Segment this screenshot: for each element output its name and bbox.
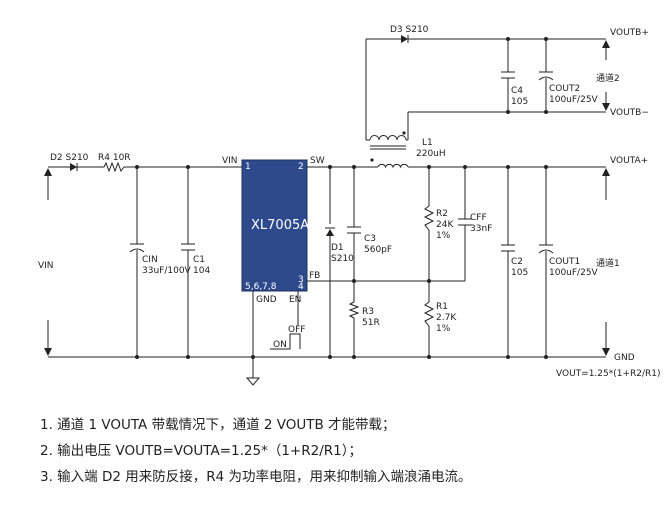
pin-en-num: 4 [298, 282, 304, 292]
channel2-label: 通道2 [596, 72, 620, 84]
cout1-value: 100uF/25V [549, 268, 599, 278]
voutb-minus-label: VOUTB− [610, 108, 649, 118]
c4-value: 105 [511, 97, 528, 107]
diode-d1 [325, 227, 335, 236]
diode-d3 [398, 35, 412, 43]
pin-en-label: EN [289, 295, 301, 305]
pin-sw-label: SW [310, 156, 325, 166]
note-item: 1. 通道 1 VOUTA 带载情况下，通道 2 VOUTB 才能带载； [40, 417, 396, 433]
c2-name: C2 [511, 257, 523, 267]
resistor-r2 [423, 205, 435, 231]
resistor-r4 [103, 161, 125, 173]
l1-value: 220uH [416, 149, 446, 159]
pin-fb-label: FB [309, 271, 320, 281]
circuit-schematic: VIN D2 S210 R4 10R CIN 33uF/100V C1 104 … [38, 25, 661, 386]
capacitor-c1 [181, 243, 195, 251]
pin-vin-label: VIN [222, 156, 238, 166]
ground-icon [245, 377, 261, 386]
r3-name: R3 [362, 307, 374, 317]
d3-label: D3 S210 [390, 25, 429, 35]
cff-name: CFF [470, 213, 487, 223]
note-item: 3. 输入端 D2 用来防反接，R4 为功率电阻，用来抑制输入端浪涌电流。 [40, 469, 472, 485]
note-item: 2. 输出电压 VOUTB=VOUTA=1.25*（1+R2/R1）； [40, 443, 362, 459]
output1-arrows [602, 168, 610, 356]
capacitor-cout1 [538, 244, 554, 254]
d2-label: D2 S210 [50, 153, 89, 163]
voutb-plus-label: VOUTB+ [610, 28, 649, 38]
d1-name: D1 [331, 243, 344, 253]
capacitor-c2 [501, 244, 515, 252]
r1-name: R1 [436, 302, 448, 312]
cff-value: 33nF [470, 224, 492, 234]
formula-label: VOUT=1.25*(1+R2/R1) [556, 369, 661, 379]
cout2-name: COUT2 [549, 84, 580, 94]
c2-value: 105 [511, 268, 528, 278]
r4-label: R4 10R [98, 153, 131, 163]
cout2-value: 100uF/25V [549, 95, 599, 105]
en-switch [270, 291, 301, 350]
channel1-label: 通道1 [596, 257, 620, 269]
ic-name: XL7005A [251, 218, 309, 233]
r2-value: 24K [436, 220, 454, 230]
c3-value: 560pF [364, 245, 392, 255]
output2-arrows [602, 40, 610, 111]
ic-chip [241, 159, 308, 292]
notes-list: 1. 通道 1 VOUTA 带载情况下，通道 2 VOUTB 才能带载； 2. … [40, 412, 650, 490]
c3-name: C3 [364, 234, 376, 244]
c1-value: 104 [193, 266, 210, 276]
switch-on-label: ON [273, 340, 287, 350]
cout1-name: COUT1 [549, 257, 580, 267]
r2-name: R2 [436, 209, 448, 219]
resistor-r3 [348, 301, 360, 319]
vin-label: VIN [38, 261, 54, 271]
c4-name: C4 [511, 86, 523, 96]
pin-fb-num: 3 [298, 275, 304, 285]
switch-off-label: OFF [288, 325, 305, 335]
pin-gnd-label: GND [256, 295, 277, 305]
pin-vin-num: 1 [245, 162, 251, 172]
cin-name: CIN [142, 255, 158, 265]
capacitor-cin [129, 243, 145, 253]
r2-tolerance: 1% [436, 231, 451, 241]
c1-name: C1 [193, 255, 205, 265]
r3-value: 51R [362, 318, 380, 328]
input-arrows [44, 168, 52, 356]
cin-value: 33uF/100V [142, 266, 192, 276]
vouta-plus-label: VOUTA+ [610, 156, 648, 166]
capacitor-c3 [347, 226, 361, 234]
capacitor-c4 [501, 71, 515, 79]
gnd-label: GND [614, 353, 635, 363]
l1-name: L1 [422, 138, 433, 148]
r1-tolerance: 1% [436, 324, 451, 334]
r1-value: 2.7K [436, 313, 457, 323]
pin-sw-num: 2 [298, 162, 304, 172]
transformer-l1 [369, 131, 409, 169]
diode-d2 [66, 163, 82, 171]
resistor-r1 [423, 301, 435, 327]
capacitor-cff [458, 218, 472, 226]
pin-gnd-nums: 5,6,7,8 [245, 282, 277, 292]
capacitor-cout2 [538, 71, 554, 81]
junction-dots [135, 37, 548, 359]
d1-value: S210 [331, 254, 354, 264]
